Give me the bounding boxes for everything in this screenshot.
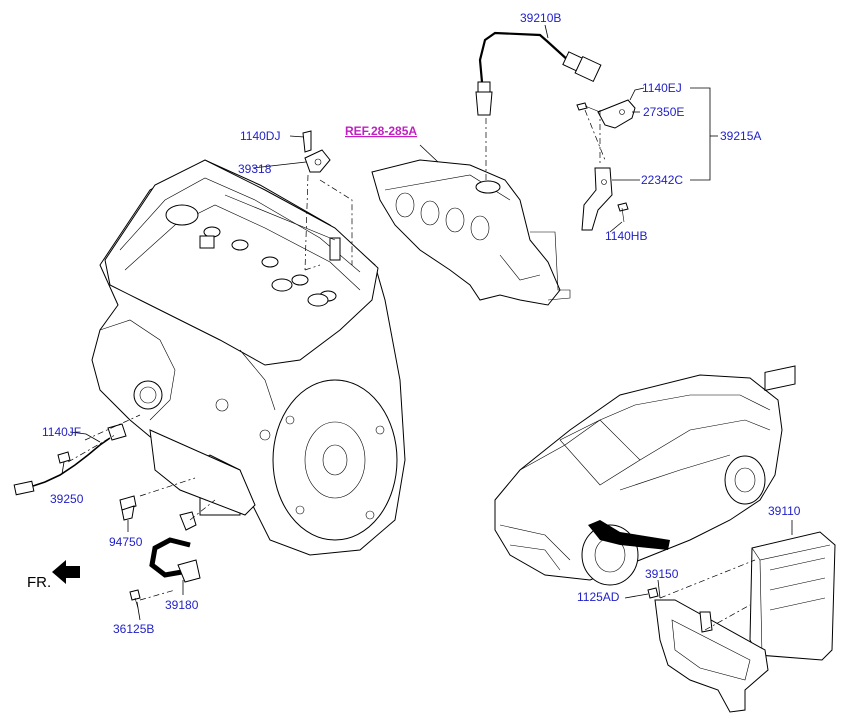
map-sensor xyxy=(302,130,331,173)
label-1140JF: 1140JF xyxy=(42,425,81,439)
oxygen-sensor xyxy=(475,31,602,116)
label-39110: 39110 xyxy=(768,504,801,518)
label-1140EJ: 1140EJ xyxy=(642,81,682,95)
cam-position-sensor xyxy=(129,511,201,609)
label-27350E: 27350E xyxy=(643,105,684,119)
front-direction-arrow xyxy=(52,560,80,584)
o2-sensor-bracket xyxy=(576,99,636,231)
vehicle-illustration xyxy=(494,374,783,586)
label-39150: 39150 xyxy=(645,567,679,581)
label-1140HB: 1140HB xyxy=(605,229,647,243)
label-22342C: 22342C xyxy=(641,173,683,187)
ref-label[interactable]: REF.28-285A xyxy=(345,124,417,138)
exhaust-manifold xyxy=(371,159,571,306)
leader-lines xyxy=(61,24,793,621)
label-1125AD: 1125AD xyxy=(577,590,620,604)
label-39318: 39318 xyxy=(238,162,272,176)
label-36125B: 36125B xyxy=(113,622,154,636)
label-39180: 39180 xyxy=(165,598,199,612)
label-1140DJ: 1140DJ xyxy=(240,129,280,143)
oil-pressure-switch xyxy=(119,495,137,521)
engine-assembly xyxy=(91,159,406,556)
label-39210B: 39210B xyxy=(520,11,561,25)
label-39215A: 39215A xyxy=(720,129,761,143)
label-94750: 94750 xyxy=(109,535,143,549)
front-label: FR. xyxy=(27,574,51,591)
callout-labels: 39210B 1140EJ 27350E 39215A 22342C 1140H… xyxy=(27,11,801,636)
reference-dash-lines xyxy=(67,109,756,631)
ecu-module xyxy=(749,365,836,661)
ecu-bracket xyxy=(647,587,769,713)
crank-sensor-39250 xyxy=(13,423,127,496)
label-39250: 39250 xyxy=(50,492,84,506)
